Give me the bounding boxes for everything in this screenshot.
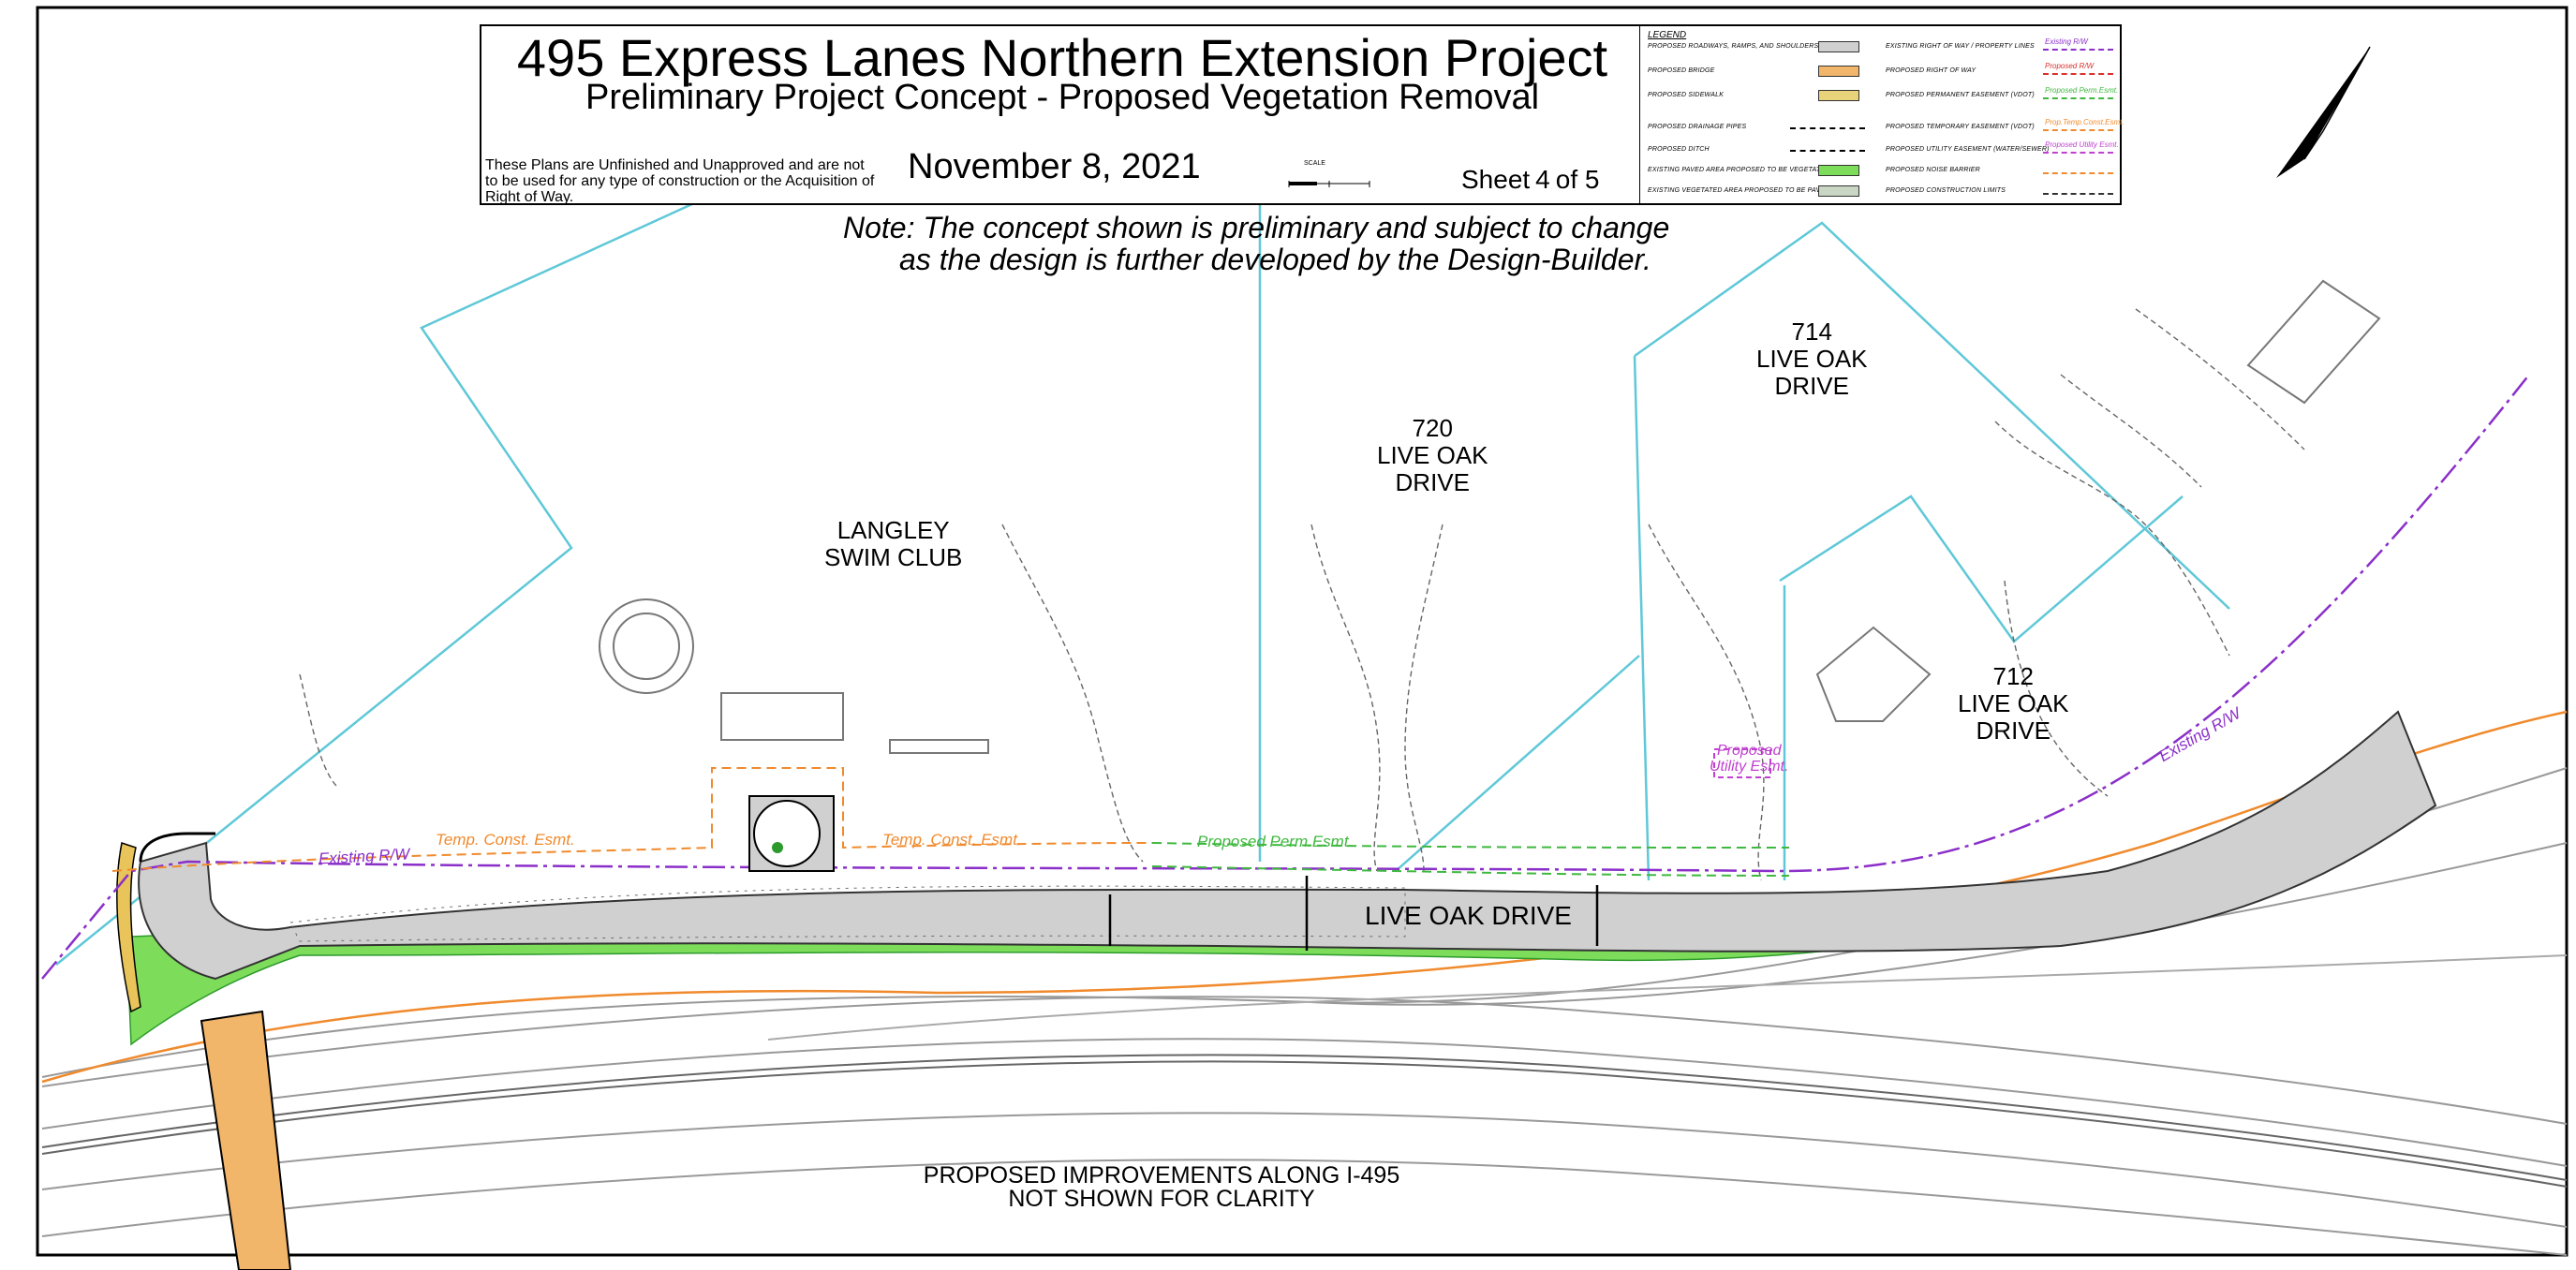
legend-line-symbol <box>2043 193 2113 195</box>
north-arrow-icon <box>2276 46 2371 178</box>
utility-esmt-line: Proposed <box>1716 743 1782 759</box>
legend-swatch <box>1818 66 1859 77</box>
bottom-note-line: NOT SHOWN FOR CLARITY <box>1008 1186 1315 1212</box>
road-label-live-oak: LIVE OAK DRIVE <box>1365 901 1572 930</box>
sheet-border <box>36 6 2569 1257</box>
temp-easement-line <box>111 767 1153 872</box>
parcel-line: 712 <box>1992 662 2034 690</box>
property-lines <box>55 176 2230 966</box>
legend-line-tag: Existing R/W <box>2045 37 2088 46</box>
plan-date: November 8, 2021 <box>908 147 1201 186</box>
legend-title: LEGEND <box>1648 30 1687 40</box>
legend-item-label: EXISTING PAVED AREA PROPOSED TO BE VEGET… <box>1648 167 1830 173</box>
legend-line-symbol <box>2043 172 2113 174</box>
legend-item-label: PROPOSED TEMPORARY EASEMENT (VDOT) <box>1886 124 2035 130</box>
scale-label: SCALE <box>1304 160 1325 167</box>
note-line-1: Note: The concept shown is preliminary a… <box>843 211 1670 244</box>
culverts <box>1108 876 1599 951</box>
legend-line-symbol <box>2043 97 2113 99</box>
sheet-of: of 5 <box>1555 165 1600 194</box>
disclaimer-text: These Plans are Unfinished and Unapprove… <box>485 157 875 205</box>
legend-swatch <box>1818 185 1859 197</box>
sheet-word: Sheet <box>1461 165 1531 194</box>
sheet-num: 4 <box>1535 165 1550 194</box>
parcel-line: SWIM CLUB <box>824 543 963 571</box>
parcel-line: LIVE OAK <box>1756 345 1868 373</box>
parcel-line: LIVE OAK <box>1958 689 2069 717</box>
parcel-label-714: 714 LIVE OAK DRIVE <box>1756 318 1868 400</box>
legend-item-label: PROPOSED CONSTRUCTION LIMITS <box>1886 187 2006 194</box>
legend-swatch <box>1818 165 1859 176</box>
concept-note: Note: The concept shown is preliminary a… <box>843 212 1873 275</box>
pool <box>753 800 821 867</box>
bottom-note: PROPOSED IMPROVEMENTS ALONG I-495 NOT SH… <box>843 1164 1480 1211</box>
legend-item-label: PROPOSED NOISE BARRIER <box>1886 167 1980 173</box>
existing-buildings <box>599 279 2381 754</box>
parcel-label-720: 720 LIVE OAK DRIVE <box>1377 415 1488 496</box>
legend-item-label: PROPOSED UTILITY EASEMENT (WATER/SEWER) <box>1886 146 2050 153</box>
legend-item-label: PROPOSED DRAINAGE PIPES <box>1648 124 1747 130</box>
legend-line-symbol <box>2043 152 2113 154</box>
bottom-note-line: PROPOSED IMPROVEMENTS ALONG I-495 <box>923 1162 1400 1189</box>
project-subtitle: Preliminary Project Concept - Proposed V… <box>585 78 1540 117</box>
parcel-label-712: 712 LIVE OAK DRIVE <box>1958 663 2069 745</box>
legend-swatch <box>1818 41 1859 52</box>
bridge <box>200 1010 292 1270</box>
utility-esmt-label: Proposed Utility Esmt. <box>1710 743 1788 775</box>
parcel-line: DRIVE <box>1395 468 1470 496</box>
legend-line-symbol <box>1790 127 1865 129</box>
highway-lines <box>41 767 2568 1256</box>
parcel-line: DRIVE <box>1976 716 2050 745</box>
temp-const-esmt-label: Temp. Const. Esmt. <box>436 831 575 849</box>
legend-line-tag: Proposed Utility Esmt. <box>2045 140 2119 149</box>
utility-easement <box>1713 748 1771 778</box>
highway-rail <box>41 954 2568 1188</box>
roadway-area <box>138 710 2437 981</box>
parcel-line: 714 <box>1791 318 1832 346</box>
legend-line-tag: Proposed Perm.Esmt. <box>2045 86 2119 95</box>
legend-item-label: PROPOSED RIGHT OF WAY <box>1886 67 1976 74</box>
legend-item-label: PROPOSED ROADWAYS, RAMPS, AND SHOULDERS <box>1648 43 1819 50</box>
parcel-label-langley: LANGLEY SWIM CLUB <box>824 517 962 571</box>
scale-bar-icon <box>1288 181 1370 187</box>
legend-item-label: EXISTING RIGHT OF WAY / PROPERTY LINES <box>1886 43 2035 50</box>
legend-line-tag: Prop.Temp.Const.Esmt. <box>2045 118 2124 126</box>
legend-item-label: EXISTING VEGETATED AREA PROPOSED TO BE P… <box>1648 187 1830 194</box>
temp-const-esmt-label-2: Temp. Const. Esmt. <box>882 831 1022 849</box>
legend-line-symbol <box>2043 129 2113 131</box>
existing-rw-line <box>41 374 2530 980</box>
parcel-line: LANGLEY <box>836 516 950 544</box>
parcel-line: DRIVE <box>1774 372 1849 400</box>
pool-marker <box>772 842 783 853</box>
legend-item-label: PROPOSED BRIDGE <box>1648 67 1715 74</box>
legend-swatch <box>1818 90 1859 101</box>
project-title: 495 Express Lanes Northern Extension Pro… <box>516 28 1608 87</box>
title-block: 495 Express Lanes Northern Extension Pro… <box>480 24 2124 205</box>
legend-item-label: PROPOSED PERMANENT EASEMENT (VDOT) <box>1886 92 2035 98</box>
legend-line-symbol <box>1790 150 1865 152</box>
legend-line-symbol <box>2043 73 2113 75</box>
legend-item-label: PROPOSED DITCH <box>1648 146 1710 153</box>
sidewalk <box>116 842 141 1013</box>
legend: LEGEND PROPOSED ROADWAYS, RAMPS, AND SHO… <box>1639 26 2124 204</box>
legend-item-label: PROPOSED SIDEWALK <box>1648 92 1725 98</box>
utility-esmt-line: Utility Esmt. <box>1710 759 1789 775</box>
note-line-2: as the design is further developed by th… <box>899 243 1651 276</box>
tree-lines <box>299 308 2305 881</box>
legend-line-tag: Proposed R/W <box>2045 62 2095 70</box>
hatched-area <box>289 885 1406 942</box>
curb-line <box>139 832 215 863</box>
parcel-line: 720 <box>1412 414 1453 442</box>
legend-line-symbol <box>2043 49 2113 51</box>
parcel-line: LIVE OAK <box>1377 441 1488 469</box>
perm-esmt-label: Proposed Perm.Esmt. <box>1197 833 1354 850</box>
